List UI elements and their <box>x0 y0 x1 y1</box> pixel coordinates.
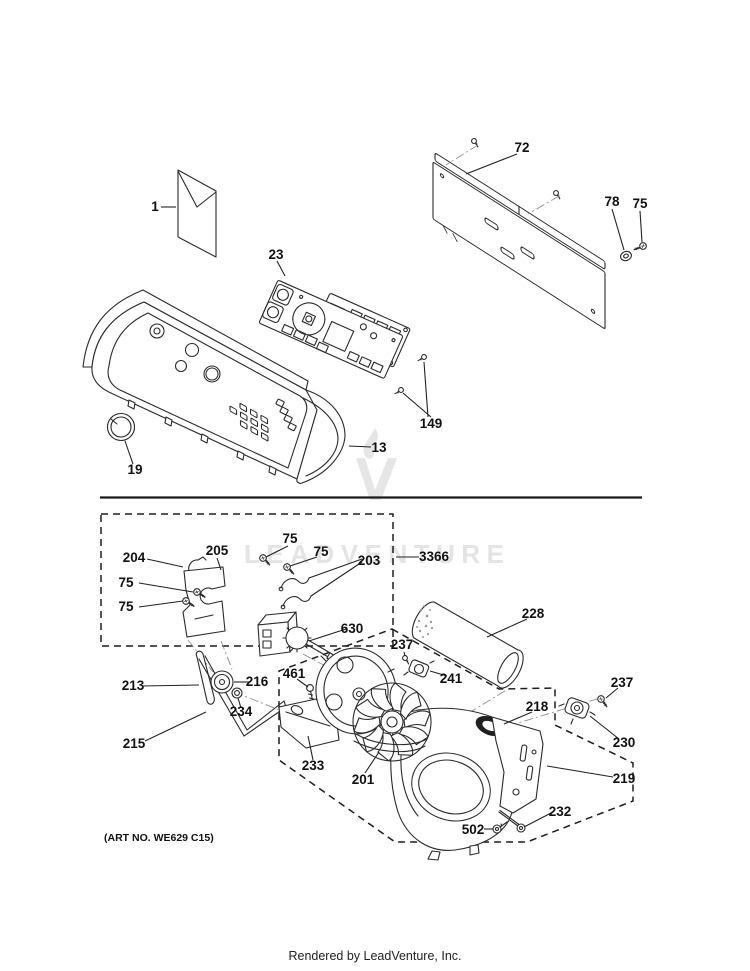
housing-flange <box>491 716 544 814</box>
screw-75 <box>257 552 274 567</box>
callout-230[interactable]: 230 <box>613 735 636 750</box>
callout-13[interactable]: 13 <box>371 440 387 455</box>
callout-1[interactable]: 1 <box>151 199 159 214</box>
callout-75-top-right[interactable]: 75 <box>632 196 648 211</box>
callout-23[interactable]: 23 <box>268 247 284 262</box>
callout-213[interactable]: 213 <box>122 678 145 693</box>
callout-78[interactable]: 78 <box>604 194 620 209</box>
callout-201[interactable]: 201 <box>352 772 375 787</box>
callout-630[interactable]: 630 <box>341 621 364 636</box>
panel-screw <box>552 189 564 200</box>
panel-screw <box>470 137 482 148</box>
timer <box>257 611 337 663</box>
callout-234[interactable]: 234 <box>230 704 253 719</box>
mounting-bracket <box>182 566 226 638</box>
thermostat-241 <box>403 659 435 678</box>
blower-housing <box>390 707 515 861</box>
callout-216[interactable]: 216 <box>246 674 269 689</box>
callout-219[interactable]: 219 <box>613 771 636 786</box>
control-board <box>258 280 404 379</box>
rear-panel <box>432 153 606 329</box>
callout-233[interactable]: 233 <box>302 758 325 773</box>
callout-75-left-2[interactable]: 75 <box>118 599 134 614</box>
screw-237 <box>401 654 413 665</box>
leader-lines <box>124 153 643 830</box>
callout-75-left-1[interactable]: 75 <box>118 575 134 590</box>
callout-labels: 1 72 78 75 23 149 13 19 204 205 75 75 75… <box>118 140 648 837</box>
callout-203[interactable]: 203 <box>358 553 381 568</box>
callout-19[interactable]: 19 <box>127 462 142 477</box>
callout-241[interactable]: 241 <box>440 671 463 686</box>
screw-461 <box>306 684 315 703</box>
callout-461[interactable]: 461 <box>283 666 306 681</box>
group-box-3366 <box>100 513 394 647</box>
idler-pulley <box>210 670 234 694</box>
thermostat-230 <box>558 697 596 725</box>
drive-belt <box>195 650 287 737</box>
callout-237-left[interactable]: 237 <box>391 637 414 652</box>
callout-502[interactable]: 502 <box>462 822 485 837</box>
callout-228[interactable]: 228 <box>522 606 545 621</box>
group-outline-lower <box>278 628 634 843</box>
callout-3366[interactable]: 3366 <box>419 549 450 564</box>
callout-237-right[interactable]: 237 <box>611 675 634 690</box>
pulley-nut <box>231 687 243 699</box>
blower-wheel <box>352 681 432 763</box>
control-knob <box>106 412 136 442</box>
callout-75-center-1[interactable]: 75 <box>282 531 298 546</box>
leadventure-flame-watermark <box>356 428 397 500</box>
callout-205[interactable]: 205 <box>206 543 229 558</box>
heater-duct <box>411 601 524 689</box>
callout-204[interactable]: 204 <box>123 550 146 565</box>
screw-232 <box>498 809 526 833</box>
callout-232[interactable]: 232 <box>549 804 572 819</box>
instruction-envelope <box>177 169 217 258</box>
callout-149[interactable]: 149 <box>420 416 443 431</box>
footer-credit: Rendered by LeadVenture, Inc. <box>288 949 462 963</box>
screw-149 <box>417 353 428 365</box>
screw-75-top-right <box>632 240 649 256</box>
control-panel <box>82 289 346 484</box>
grommet <box>620 250 632 262</box>
callout-75-center-2[interactable]: 75 <box>313 544 329 559</box>
screw-149 <box>394 386 405 398</box>
art-number: (ART NO. WE629 C15) <box>104 832 214 844</box>
callout-72[interactable]: 72 <box>514 140 529 155</box>
wire-clamps <box>278 577 312 610</box>
callout-218[interactable]: 218 <box>526 699 549 714</box>
callout-215[interactable]: 215 <box>123 736 146 751</box>
